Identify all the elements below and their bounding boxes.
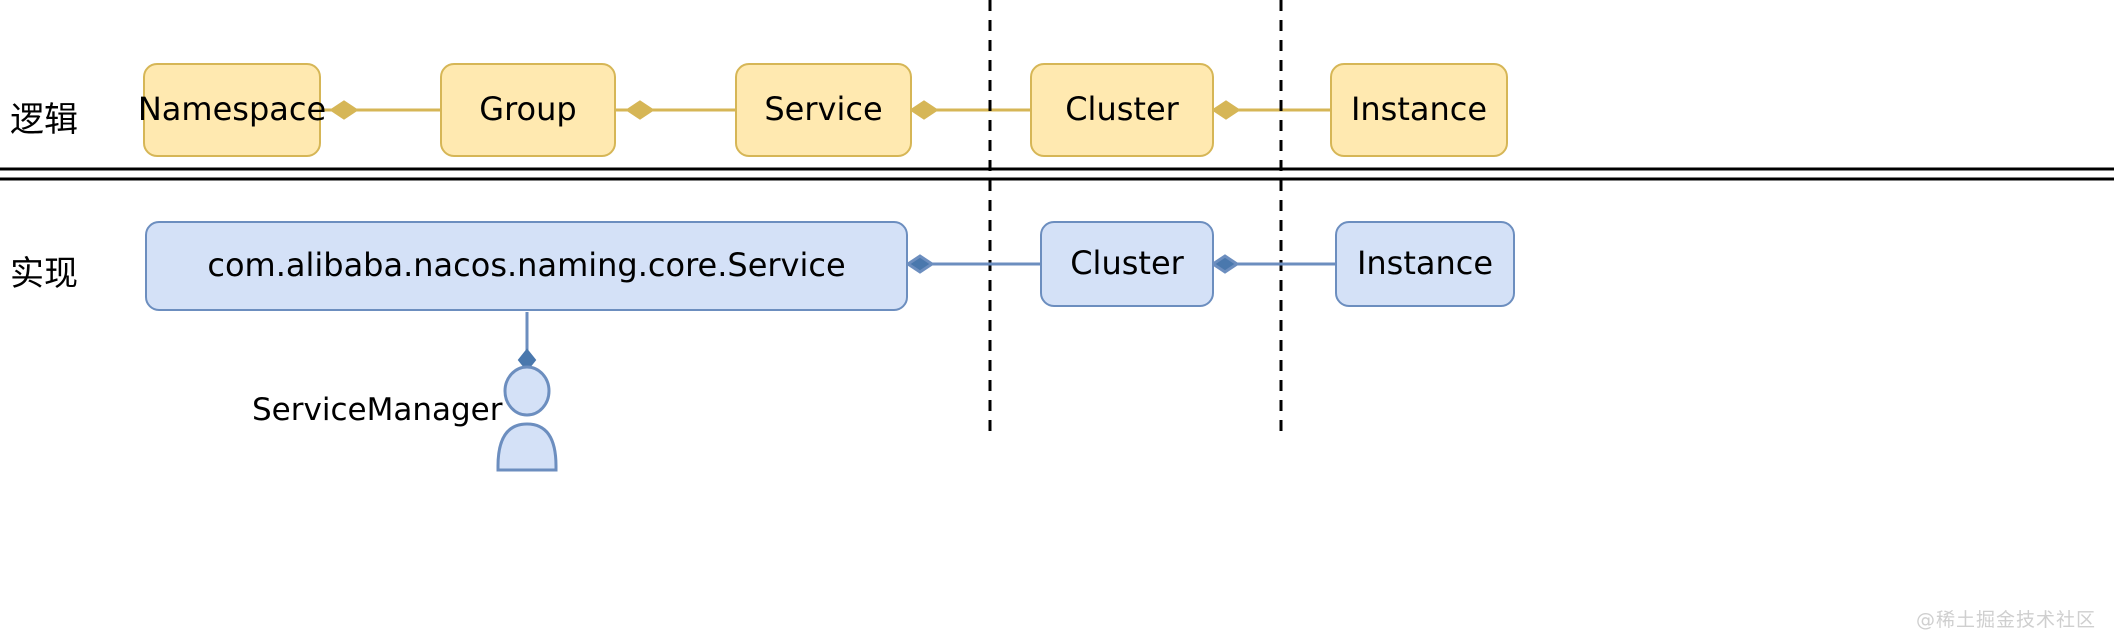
impl-node-instance[interactable]: Instance [1335,221,1515,307]
logic-node-cluster[interactable]: Cluster [1030,63,1214,157]
logic-node-service[interactable]: Service [735,63,912,157]
impl-node-cluster[interactable]: Cluster [1040,221,1214,307]
logic-node-namespace-label: Namespace [137,90,327,129]
person-actor-icon [496,365,558,472]
logic-node-group-label: Group [479,90,577,129]
diamond-namespace [329,100,359,120]
row-label-implementation: 实现 [10,254,78,294]
logic-node-namespace[interactable]: Namespace [138,63,326,157]
logic-node-instance-label: Instance [1350,90,1488,129]
watermark: @稀土掘金技术社区 [1915,609,2096,631]
diamond-service [909,100,939,120]
impl-node-instance-label: Instance [1356,244,1494,283]
impl-node-cluster-label: Cluster [1070,244,1184,283]
impl-node-service-class[interactable]: com.alibaba.nacos.naming.core.Service [145,221,908,311]
logic-node-service-label: Service [764,90,883,129]
diamond-service-class [905,254,935,274]
logic-node-group[interactable]: Group [440,63,616,157]
actor-label-servicemanager: ServiceManager [252,392,503,428]
actor-group [496,312,558,472]
diamond-group [625,100,655,120]
diamond-impl-cluster [1210,254,1240,274]
logic-node-instance[interactable]: Instance [1330,63,1508,157]
row-label-logic: 逻辑 [10,100,78,140]
impl-node-service-class-label: com.alibaba.nacos.naming.core.Service [207,246,846,285]
vertical-dashed-separators [988,0,1283,440]
section-divider [0,167,2114,181]
logic-connectors [320,100,1330,120]
impl-connectors [905,254,1335,274]
logic-node-cluster-label: Cluster [1065,90,1179,129]
diamond-cluster [1211,100,1241,120]
